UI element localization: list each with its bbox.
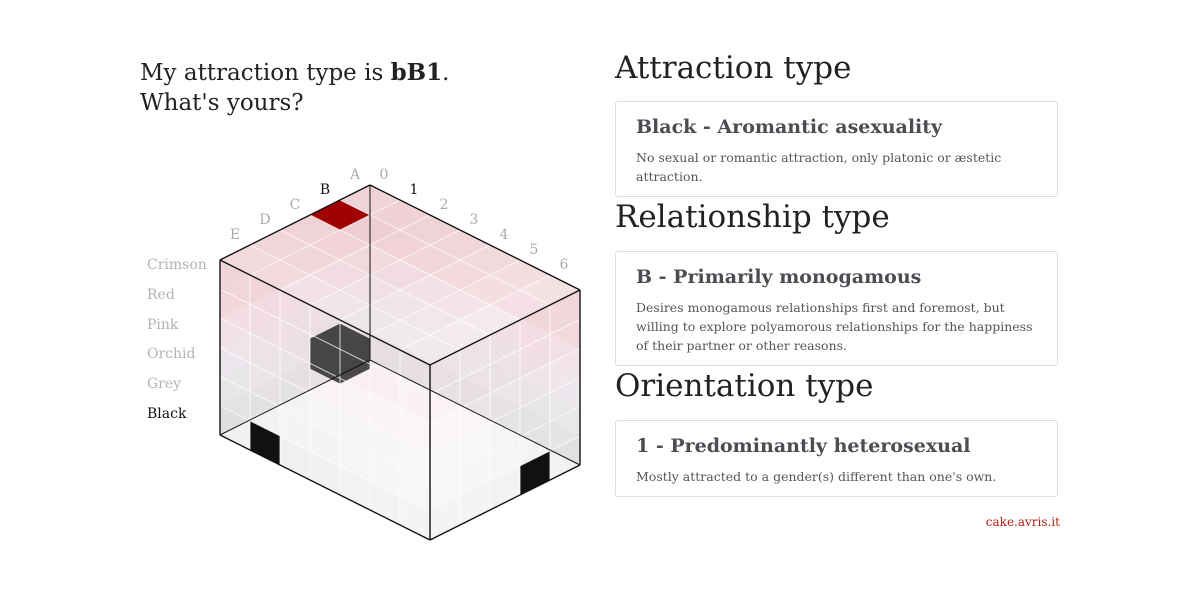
number-axis-label: 4 bbox=[500, 227, 509, 243]
orientation-type-title: Orientation type bbox=[615, 368, 874, 404]
orientation-type-card: 1 - Predominantly heterosexual Mostly at… bbox=[615, 420, 1058, 497]
attraction-code: bB1 bbox=[390, 59, 443, 86]
attraction-card-text: No sexual or romantic attraction, only p… bbox=[636, 150, 1002, 184]
headline-prefix: My attraction type is bbox=[140, 60, 391, 86]
letter-axis-label: C bbox=[290, 197, 301, 213]
color-level-label: Crimson bbox=[147, 257, 207, 273]
letter-axis-label: E bbox=[230, 227, 240, 243]
attraction-card-title: Black - Aromantic asexuality bbox=[636, 116, 943, 138]
color-level-label: Black bbox=[147, 406, 187, 422]
number-axis-label: 0 bbox=[380, 167, 389, 183]
orientation-card-title: 1 - Predominantly heterosexual bbox=[636, 435, 971, 457]
orientation-card-text: Mostly attracted to a gender(s) differen… bbox=[636, 469, 997, 484]
relationship-type-card: B - Primarily monogamous Desires monogam… bbox=[615, 251, 1058, 366]
color-level-label: Red bbox=[147, 286, 175, 303]
color-level-label: Pink bbox=[147, 316, 179, 333]
letter-axis-label: A bbox=[349, 167, 361, 183]
black-marker-right bbox=[520, 450, 550, 495]
credit-link[interactable]: cake.avris.it bbox=[985, 515, 1060, 529]
black-marker-left bbox=[250, 420, 280, 465]
attraction-cube[interactable]: A B C D E 0 1 2 3 4 5 6 bbox=[0, 0, 600, 600]
relationship-card-text: Desires monogamous relationships first a… bbox=[636, 300, 1033, 353]
relationship-card-title: B - Primarily monogamous bbox=[636, 266, 922, 288]
color-level-label: Grey bbox=[147, 376, 182, 393]
number-axis-label: 3 bbox=[470, 212, 479, 228]
number-axis-label: 5 bbox=[530, 242, 539, 258]
letter-axis-label: D bbox=[259, 212, 270, 228]
letter-axis-label: B bbox=[320, 182, 330, 198]
headline-question: What's yours? bbox=[140, 90, 304, 116]
number-axis-label: 2 bbox=[440, 197, 449, 213]
attraction-type-card: Black - Aromantic asexuality No sexual o… bbox=[615, 101, 1058, 197]
relationship-type-title: Relationship type bbox=[615, 199, 890, 235]
number-axis-label: 1 bbox=[410, 182, 419, 198]
number-axis-label: 6 bbox=[560, 257, 569, 273]
color-level-label: Orchid bbox=[147, 346, 196, 363]
attraction-type-title: Attraction type bbox=[615, 50, 852, 86]
headline-suffix: . bbox=[442, 60, 450, 86]
headline: My attraction type is bB1. What's yours? bbox=[140, 58, 449, 118]
